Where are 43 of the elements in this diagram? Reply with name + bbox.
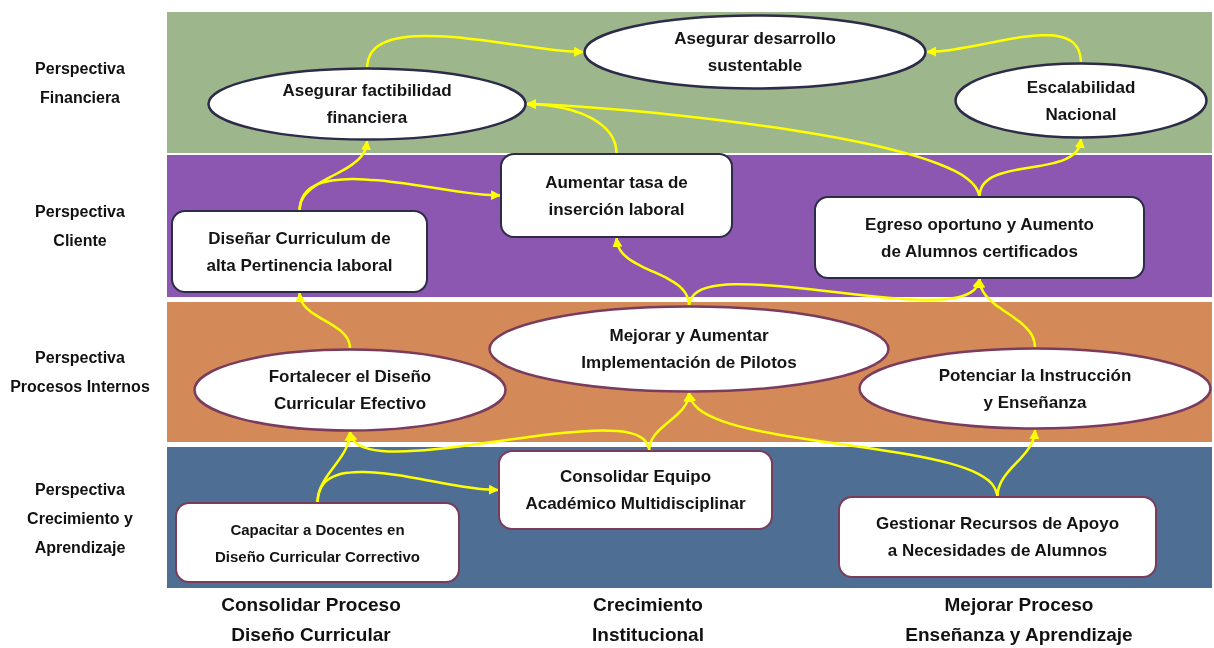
objective-text: Asegurar factibilidad financiera — [281, 80, 453, 129]
objective-ellipse — [193, 348, 507, 432]
arrow — [975, 278, 1037, 348]
objective-text: Potenciar la Instrucción y Enseñanza — [937, 364, 1133, 414]
perspective-label: Perspectiva Crecimiento y Aprendizaje — [26, 479, 134, 558]
objective-text: Escalabilidad Nacional — [1025, 76, 1137, 126]
objective-text: Mejorar y Aumentar Implementación de Pilotos — [580, 325, 798, 374]
objective-ellipse — [583, 14, 927, 90]
objective-ellipse — [858, 347, 1212, 430]
objective-text: Consolidar Equipo Académico Multidisciplinar — [524, 466, 747, 515]
objective-ellipse — [954, 62, 1208, 139]
arrow — [295, 292, 352, 349]
arrow — [347, 429, 651, 453]
arrow — [316, 470, 499, 503]
objective-box — [175, 502, 460, 583]
arrow — [612, 237, 691, 306]
objective-text: Capacitar a Docentes en Diseño Curricular Correctivo — [213, 519, 422, 567]
objective-text: Fortalecer el Diseño Curricular Efectivo — [267, 366, 433, 415]
objective-box — [500, 153, 733, 238]
objective-text: Asegurar desarrollo sustentable — [673, 28, 837, 77]
arrow — [686, 392, 999, 497]
arrow — [996, 429, 1040, 497]
objective-box — [171, 210, 428, 293]
arrow — [978, 138, 1085, 197]
objective-ellipse — [207, 67, 527, 141]
column-label: Mejorar Proceso Enseñanza y Aprendizaje — [904, 593, 1134, 647]
objective-box — [814, 196, 1145, 279]
perspective-label: Perspectiva Procesos Internos — [10, 348, 150, 397]
objective-text: Gestionar Recursos de Apoyo a Necesidades de Alumnos — [874, 513, 1121, 562]
arrow — [926, 33, 1083, 63]
arrow — [298, 177, 501, 211]
arrow — [365, 34, 584, 68]
objective-text: Aumentar tasa de inserción laboral — [544, 171, 689, 221]
objective-box — [838, 496, 1157, 578]
objective-box — [498, 450, 773, 530]
perspective-label: Perspectiva Cliente — [34, 202, 126, 251]
arrow — [526, 99, 618, 154]
column-label: Crecimiento Institucional — [591, 593, 705, 647]
objective-text: Egreso oportuno y Aumento de Alumnos certificados — [864, 213, 1095, 263]
column-label: Consolidar Proceso Diseño Curricular — [220, 593, 402, 647]
objective-text: Diseñar Curriculum de alta Pertinencia laboral — [205, 227, 394, 277]
perspective-label: Perspectiva Financiera — [34, 58, 126, 108]
objective-ellipse — [488, 305, 890, 393]
